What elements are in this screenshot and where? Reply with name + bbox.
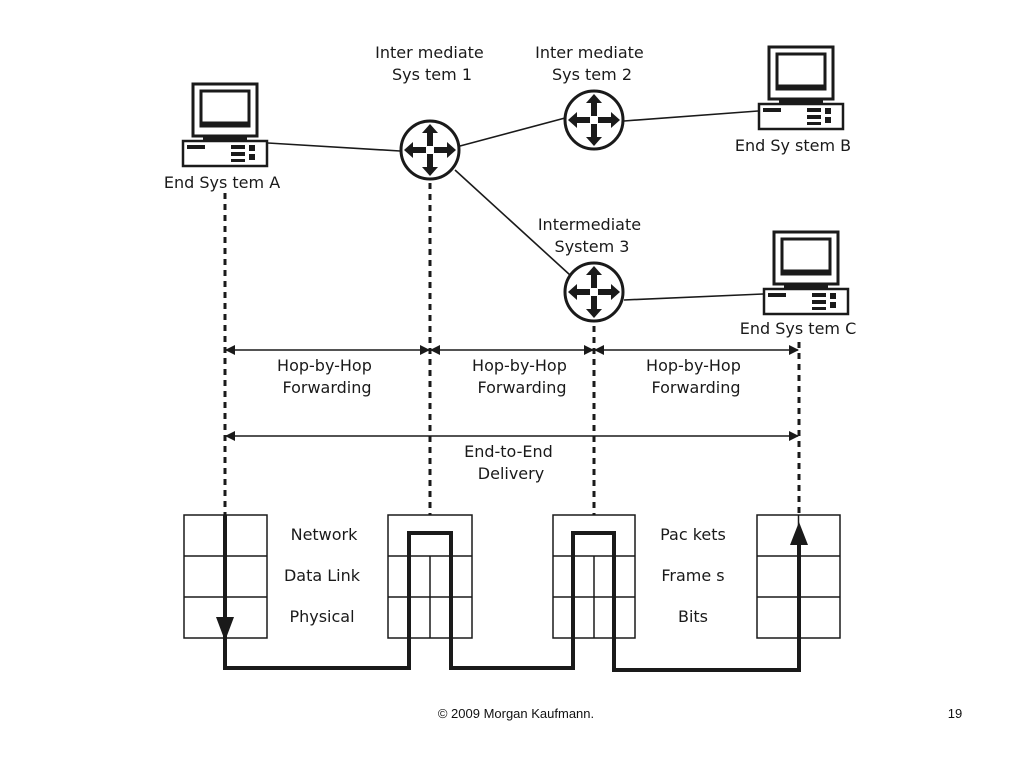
stack-intermediate-1 [387, 514, 473, 639]
intermediate-system-3-label: Intermediate System 3 [538, 215, 646, 256]
unit-packets-label: Pac kets [660, 525, 726, 544]
hop-2-label: Hop-by-Hop Forwarding [472, 356, 572, 397]
page-number: 19 [948, 706, 962, 721]
intermediate-system-1-label: Inter mediate Sys tem 1 [375, 43, 489, 84]
packet-path [223, 515, 801, 672]
end-system-b-label: End Sy stem B [735, 136, 851, 155]
link-a-is1 [267, 142, 401, 152]
layer-network-label: Network [291, 525, 359, 544]
end-system-a-label: End Sys tem A [164, 173, 280, 192]
intermediate-system-1-router-icon [399, 119, 461, 181]
end-system-c-computer-icon [764, 232, 848, 314]
link-is3-c [623, 293, 764, 301]
copyright-footer: © 2009 Morgan Kaufmann. [438, 706, 594, 721]
hop-1-label: Hop-by-Hop Forwarding [277, 356, 377, 397]
intermediate-system-2-router-icon [563, 89, 625, 151]
end-system-c-label: End Sys tem C [740, 319, 857, 338]
end-system-a-computer-icon [183, 84, 267, 166]
intermediate-system-2-label: Inter mediate Sys tem 2 [535, 43, 649, 84]
packet-path-up-arrowhead [790, 522, 808, 545]
packet-path-down-arrowhead [216, 617, 234, 641]
link-is2-b [623, 110, 759, 122]
end-to-end-label: End-to-End Delivery [464, 442, 558, 483]
layer-physical-label: Physical [289, 607, 354, 626]
stack-intermediate-3 [552, 514, 636, 639]
link-is1-is3 [454, 169, 571, 276]
unit-frames-label: Frame s [661, 566, 724, 585]
intermediate-system-3-router-icon [563, 261, 625, 323]
unit-bits-label: Bits [678, 607, 708, 626]
hop-3-label: Hop-by-Hop Forwarding [646, 356, 746, 397]
link-is1-is2 [459, 117, 566, 147]
layer-data-link-label: Data Link [284, 566, 361, 585]
end-system-b-computer-icon [759, 47, 843, 129]
